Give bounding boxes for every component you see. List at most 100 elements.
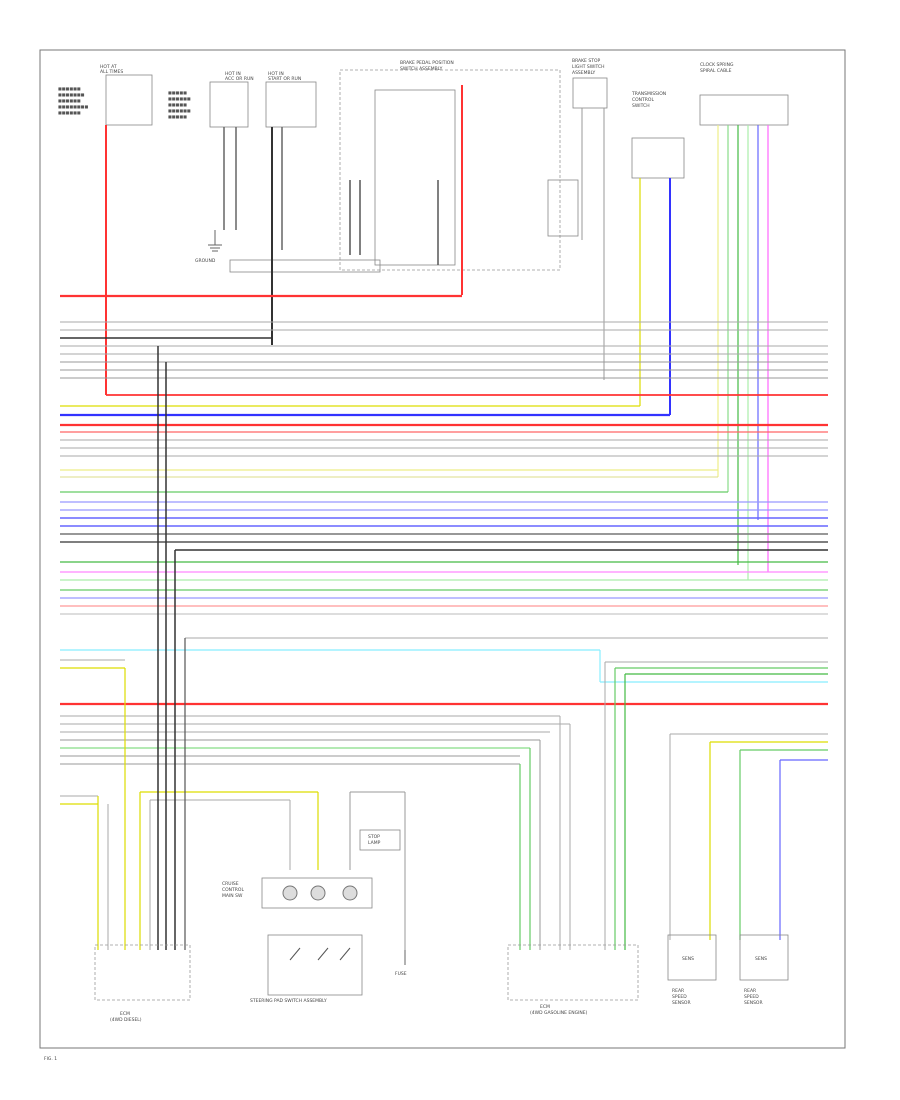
ground-symbol: GROUND xyxy=(195,230,222,264)
component-box-c8 xyxy=(699,94,789,126)
svg-text:■■■■■: ■■■■■ xyxy=(168,102,187,107)
svg-text:CRUISE: CRUISE xyxy=(222,881,239,887)
page-ref: FIG. 1 xyxy=(44,1056,57,1062)
top-labels: HOT AT ALL TIMES HOT IN ACC OR RUN HOT I… xyxy=(58,58,734,119)
stop-lamp-label-2: LAMP xyxy=(368,840,381,846)
svg-text:ALL TIMES: ALL TIMES xyxy=(100,69,123,75)
top-label-c8-2: SPIRAL CABLE xyxy=(700,68,732,74)
svg-text:SENSOR: SENSOR xyxy=(744,1000,763,1006)
steering-pad-switch: CRUISE CONTROL MAIN SW xyxy=(222,877,373,996)
svg-text:STOP: STOP xyxy=(368,834,380,840)
svg-text:BRAKE PEDAL POSITION: BRAKE PEDAL POSITION xyxy=(400,60,454,66)
svg-text:FIG. 1: FIG. 1 xyxy=(44,1056,57,1062)
svg-text:SENS: SENS xyxy=(755,956,767,962)
svg-text:■■■■■: ■■■■■ xyxy=(168,90,187,95)
component-box-c5-inner xyxy=(374,89,456,266)
bottom-label-ecm2-1: ECM xyxy=(540,1004,550,1010)
diagram-frame xyxy=(39,49,846,1049)
svg-text:GROUND: GROUND xyxy=(195,258,216,264)
sensor-box-label-2: SENS xyxy=(755,956,767,962)
svg-text:ACC OR RUN: ACC OR RUN xyxy=(225,76,254,82)
svg-text:■■■■■■: ■■■■■■ xyxy=(58,86,81,91)
svg-text:HOT IN: HOT IN xyxy=(225,71,241,77)
top-label-c5-2: SWITCH ASSEMBLY xyxy=(400,66,443,72)
component-box-c2 xyxy=(209,81,249,128)
svg-text:LAMP: LAMP xyxy=(368,840,381,846)
top-label-c2-1: HOT IN xyxy=(225,71,241,77)
switch-label-2: CONTROL xyxy=(222,887,244,893)
svg-text:SWITCH: SWITCH xyxy=(632,103,650,109)
stop-lamp-switch: STOP LAMP FUSE xyxy=(359,829,407,977)
switch-label-3: MAIN SW xyxy=(222,893,243,899)
svg-text:HOT IN: HOT IN xyxy=(268,71,284,77)
svg-text:ASSEMBLY: ASSEMBLY xyxy=(572,70,596,76)
bottom-label-rs2-3: SENSOR xyxy=(744,1000,763,1006)
svg-text:■■■■■■■■: ■■■■■■■■ xyxy=(58,104,88,109)
svg-text:BRAKE STOP: BRAKE STOP xyxy=(572,58,600,64)
svg-text:■■■■■■■: ■■■■■■■ xyxy=(58,92,85,97)
svg-text:SENS: SENS xyxy=(682,956,694,962)
bottom-label-ecm-1: ECM xyxy=(120,1011,130,1017)
ground-label: GROUND xyxy=(195,258,216,264)
svg-text:TRANSMISSION: TRANSMISSION xyxy=(631,91,666,97)
component-box-c10 xyxy=(229,259,381,273)
top-vertical-wires xyxy=(105,85,769,580)
svg-text:MAIN SW: MAIN SW xyxy=(222,893,243,899)
svg-text:HOT AT: HOT AT xyxy=(100,64,117,70)
svg-text:ECM: ECM xyxy=(120,1011,130,1017)
component-box-c1 xyxy=(105,74,153,126)
svg-text:■■■■■: ■■■■■ xyxy=(168,114,187,119)
bottom-connectors: SENS SENS xyxy=(94,934,789,1001)
svg-text:REAR: REAR xyxy=(744,988,756,994)
stop-lamp-label-1: STOP xyxy=(368,834,380,840)
svg-text:SPEED: SPEED xyxy=(744,994,759,1000)
bottom-labels: ECM (4WD DIESEL) STEERING PAD SWITCH ASS… xyxy=(44,988,763,1062)
svg-text:ECM: ECM xyxy=(540,1004,550,1010)
svg-text:CLOCK SPRING: CLOCK SPRING xyxy=(700,62,734,68)
top-label-c1-2: ALL TIMES xyxy=(100,69,123,75)
top-label-c7-1: TRANSMISSION xyxy=(631,91,666,97)
component-box-c3 xyxy=(265,81,317,128)
fuse-label: FUSE xyxy=(395,971,407,977)
svg-text:■■■■■■: ■■■■■■ xyxy=(58,98,81,103)
top-component-group xyxy=(105,69,789,273)
switch-label-1: CRUISE xyxy=(222,881,239,887)
horizontal-bus xyxy=(60,294,828,805)
bottom-label-rs2-2: SPEED xyxy=(744,994,759,1000)
svg-text:(4WD DIESEL): (4WD DIESEL) xyxy=(110,1017,142,1023)
svg-text:REAR: REAR xyxy=(672,988,684,994)
bottom-label-rs2-1: REAR xyxy=(744,988,756,994)
lower-vertical-wires xyxy=(97,346,781,950)
component-box-c7 xyxy=(631,137,685,179)
bottom-label-rs1-1: REAR xyxy=(672,988,684,994)
top-label-c2-2: ACC OR RUN xyxy=(225,76,254,82)
top-label-c6-1: BRAKE STOP xyxy=(572,58,600,64)
top-label-c3-2: START OR RUN xyxy=(268,76,301,82)
top-label-c6-3: ASSEMBLY xyxy=(572,70,596,76)
svg-text:■■■■■■: ■■■■■■ xyxy=(168,108,191,113)
bottom-label-ecm-2: (4WD DIESEL) xyxy=(110,1017,142,1023)
bottom-label-rs1-3: SENSOR xyxy=(672,1000,691,1006)
bottom-label-rs1-2: SPEED xyxy=(672,994,687,1000)
svg-text:■■■■■■: ■■■■■■ xyxy=(58,110,81,115)
svg-text:CONTROL: CONTROL xyxy=(632,97,654,103)
svg-text:SPEED: SPEED xyxy=(672,994,687,1000)
svg-text:SENSOR: SENSOR xyxy=(672,1000,691,1006)
svg-text:FUSE: FUSE xyxy=(395,971,407,977)
top-label-c7-3: SWITCH xyxy=(632,103,650,109)
svg-text:STEERING PAD SWITCH ASSEMBLY: STEERING PAD SWITCH ASSEMBLY xyxy=(250,998,327,1004)
svg-text:SWITCH ASSEMBLY: SWITCH ASSEMBLY xyxy=(400,66,443,72)
top-label-c7-2: CONTROL xyxy=(632,97,654,103)
svg-text:■■■■■■: ■■■■■■ xyxy=(168,96,191,101)
svg-text:LIGHT SWITCH: LIGHT SWITCH xyxy=(572,64,605,70)
top-label-c3-1: HOT IN xyxy=(268,71,284,77)
svg-text:START OR RUN: START OR RUN xyxy=(268,76,301,82)
bottom-label-ecm2-2: (4WD GASOLINE ENGINE) xyxy=(530,1010,588,1016)
sensor-box-label-1: SENS xyxy=(682,956,694,962)
top-label-c8-1: CLOCK SPRING xyxy=(700,62,734,68)
svg-text:CONTROL: CONTROL xyxy=(222,887,244,893)
svg-text:(4WD GASOLINE ENGINE): (4WD GASOLINE ENGINE) xyxy=(530,1010,588,1016)
component-box-c5 xyxy=(339,69,561,271)
top-label-c1-1: HOT AT xyxy=(100,64,117,70)
